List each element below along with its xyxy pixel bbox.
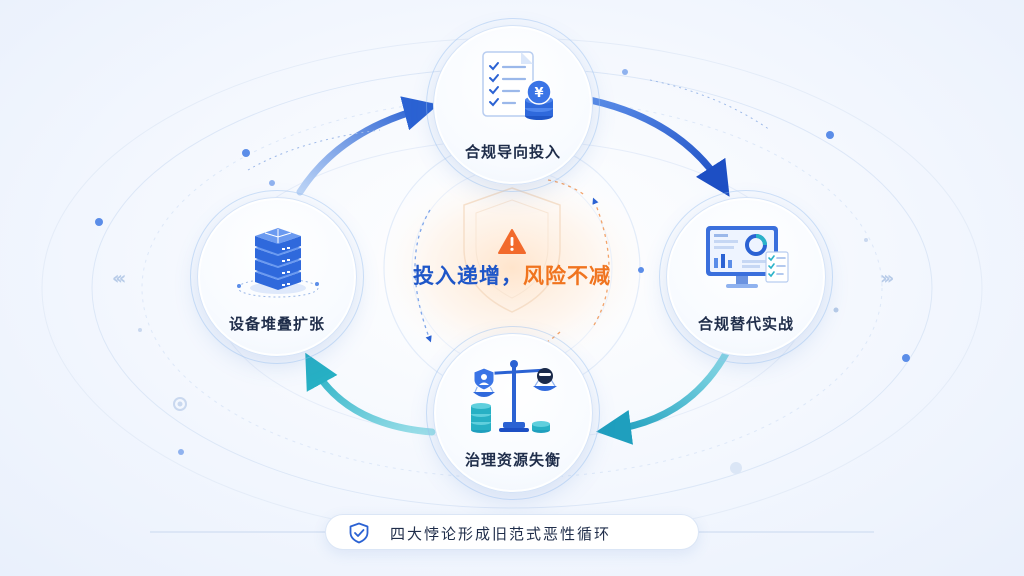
- node-top-label: 合规导向投入: [464, 143, 561, 161]
- center-title-part2: 风险不减: [523, 264, 611, 288]
- svg-text:¥: ¥: [534, 86, 543, 101]
- dashboard-monitor-icon: [706, 226, 789, 288]
- footer-banner: 四大悖论形成旧范式恶性循环: [325, 514, 699, 550]
- node-right-label: 合规替代实战: [697, 315, 794, 333]
- chevron-left-icon: ‹‹‹: [112, 268, 126, 289]
- node-governance-imbalance: 治理资源失衡: [426, 326, 600, 500]
- node-compliance-investment: ¥ 合规导向投入: [426, 18, 600, 192]
- document-money-icon: ¥: [482, 51, 553, 120]
- chevron-right-icon: ›››: [880, 268, 894, 289]
- center-statement: 投入递增，风险不减: [392, 190, 632, 350]
- center-title-part1: 投入递增，: [413, 264, 523, 288]
- center-title: 投入递增，风险不减: [392, 260, 632, 290]
- warning-icon: [498, 229, 526, 254]
- balance-scale-icon: [471, 360, 557, 433]
- node-left-label: 设备堆叠扩张: [228, 315, 325, 333]
- footer-text: 四大悖论形成旧范式恶性循环: [390, 525, 612, 543]
- node-compliance-replaces-practice: 合规替代实战: [659, 190, 833, 364]
- node-device-stacking: 设备堆叠扩张: [190, 190, 364, 364]
- node-bottom-label: 治理资源失衡: [464, 451, 561, 469]
- server-stack-icon: [237, 228, 319, 298]
- shield-check-icon: [349, 522, 369, 544]
